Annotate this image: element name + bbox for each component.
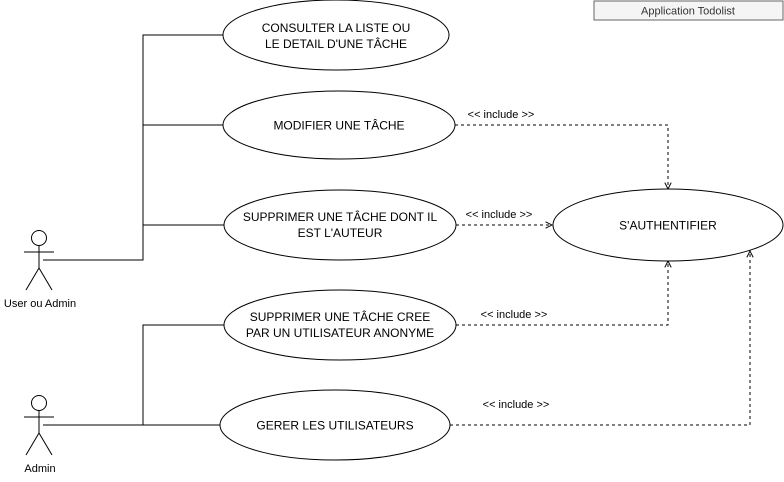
include-dependencies bbox=[450, 124, 750, 426]
actor-user-label: User ou Admin bbox=[4, 298, 76, 310]
use-case-modify[interactable]: MODIFIER UNE TÂCHE bbox=[222, 90, 456, 160]
actor-user-head-icon bbox=[31, 230, 47, 246]
include-line-delete-anon bbox=[456, 261, 668, 326]
include-label-delete-anon: << include >> bbox=[481, 309, 548, 321]
include-label-delete-own: << include >> bbox=[466, 209, 533, 221]
use-case-delete-anon-line-1: SUPPRIMER UNE TÂCHE CREE bbox=[250, 309, 430, 324]
use-case-delete-anon[interactable]: SUPPRIMER UNE TÂCHE CREE PAR UN UTILISAT… bbox=[223, 289, 457, 361]
include-line-manage-users bbox=[450, 251, 750, 426]
use-case-auth-line-1: S'AUTHENTIFIER bbox=[619, 219, 717, 233]
actor-admin-head-icon bbox=[31, 395, 47, 411]
use-case-delete-anon-line-2: PAR UN UTILISATEUR ANONYME bbox=[246, 326, 434, 340]
use-case-modify-line-1: MODIFIER UNE TÂCHE bbox=[273, 118, 404, 133]
association-lines-user bbox=[43, 34, 226, 261]
use-case-delete-own-line-2: EST L'AUTEUR bbox=[298, 226, 383, 240]
use-case-auth[interactable]: S'AUTHENTIFIER bbox=[552, 188, 784, 262]
actor-admin[interactable] bbox=[24, 395, 54, 456]
include-line-modify bbox=[455, 124, 668, 189]
use-case-consult[interactable]: CONSULTER LA LISTE OU LE DETAIL D'UNE TÂ… bbox=[222, 0, 450, 71]
use-case-delete-own[interactable]: SUPPRIMER UNE TÂCHE DONT IL EST L'AUTEUR bbox=[223, 189, 457, 261]
actor-admin-label: Admin bbox=[24, 463, 55, 475]
include-label-manage-users: << include >> bbox=[483, 399, 550, 411]
include-label-modify: << include >> bbox=[468, 109, 535, 121]
use-case-delete-own-line-1: SUPPRIMER UNE TÂCHE DONT IL bbox=[243, 209, 438, 224]
include-labels: << include >> << include >> << include >… bbox=[466, 109, 550, 411]
use-case-manage-users-line-1: GERER LES UTILISATEURS bbox=[256, 419, 413, 433]
title-box: Application Todolist bbox=[593, 0, 784, 21]
title-box-text: Application Todolist bbox=[641, 6, 735, 18]
use-case-manage-users[interactable]: GERER LES UTILISATEURS bbox=[219, 389, 451, 461]
actor-user[interactable] bbox=[24, 230, 54, 291]
association-lines-admin bbox=[43, 324, 224, 426]
use-case-consult-line-2: LE DETAIL D'UNE TÂCHE bbox=[265, 36, 407, 51]
use-case-consult-line-1: CONSULTER LA LISTE OU bbox=[262, 21, 410, 35]
